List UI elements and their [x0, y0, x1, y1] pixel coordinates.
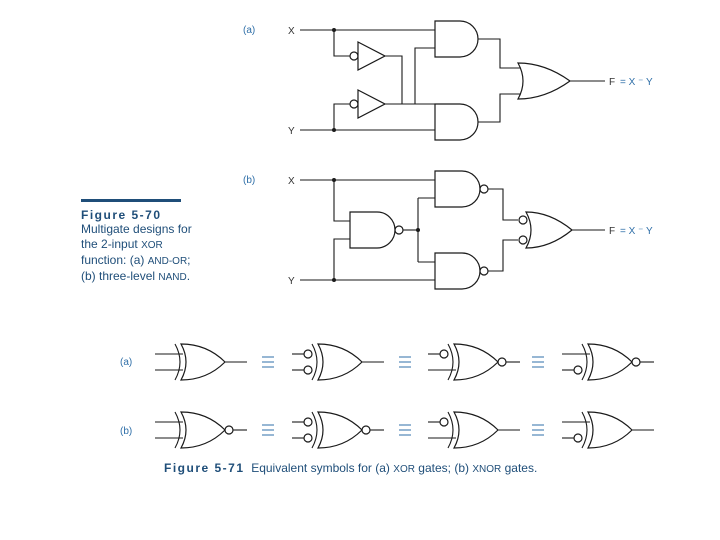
output-bubble [497, 357, 507, 367]
inverter-gate [349, 41, 387, 71]
inversion-bubble [303, 349, 313, 359]
input-y-label: Y [288, 276, 295, 287]
wire-y-to-nand [333, 238, 350, 280]
junction-dot [332, 278, 336, 282]
gate-body [179, 411, 226, 449]
input-x-label: X [288, 176, 295, 187]
gate-body [452, 411, 499, 449]
inversion-bubble [573, 433, 583, 443]
caption-line: function: (a) AND-OR; [81, 253, 191, 267]
inverter-gate [349, 89, 387, 119]
inversion-bubble [573, 365, 583, 375]
equivalence-sign [399, 356, 411, 368]
xor-back-curve [174, 343, 181, 381]
wire-and1-out [478, 38, 520, 69]
xnor-gate-symbol [292, 411, 384, 449]
caption-line: the 2-input XOR [81, 237, 163, 251]
and-gate [434, 103, 479, 141]
equivalent-symbol-rows [155, 343, 654, 449]
inversion-bubble [303, 365, 313, 375]
inversion-bubble [303, 417, 313, 427]
wire-nand3-out [488, 239, 518, 272]
nand-gate [434, 252, 489, 290]
gate-body [179, 343, 226, 381]
wire-inv2-out [385, 47, 435, 105]
xor-back-curve [581, 411, 588, 449]
junction-dot [332, 28, 336, 32]
input-x-label: X [288, 26, 295, 37]
equivalence-sign [399, 424, 411, 436]
gate-body [586, 343, 633, 381]
figure-number: Figure 5-70 [81, 208, 162, 222]
output-bubble [361, 425, 371, 435]
xnor-gate-symbol [562, 343, 654, 381]
output-expression: = X ⁻ Y [620, 226, 653, 237]
figure-5-71-caption: Figure 5-71 Equivalent symbols for (a) X… [164, 461, 538, 475]
output-bubble [224, 425, 234, 435]
wire-x-to-inv [333, 30, 350, 57]
part-a-label: (a) [243, 25, 255, 36]
xor-back-curve [311, 411, 318, 449]
junction-dot [332, 178, 336, 182]
xor-back-curve [447, 343, 454, 381]
equivalence-sign [262, 356, 274, 368]
junction-dot [332, 128, 336, 132]
xor-back-curve [174, 411, 181, 449]
figure-5-70-caption: Figure 5-70 Multigate designs for the 2-… [81, 199, 221, 285]
output-expression: = X ⁻ Y [620, 77, 653, 88]
caption-line: (b) three-level NAND. [81, 269, 191, 283]
wire-nand2-out [488, 188, 518, 221]
inversion-bubble [439, 349, 449, 359]
figure-5-70b-circuit: (b) X Y [243, 170, 653, 290]
caption-rule [81, 199, 181, 202]
row-b-label: (b) [120, 426, 132, 437]
xor-back-curve [581, 343, 588, 381]
equivalence-sign [262, 424, 274, 436]
output-bubble [631, 357, 641, 367]
figure-5-70a-circuit: (a) X Y [243, 20, 653, 141]
xor-gate-symbol [562, 411, 654, 449]
nand-gate [434, 170, 489, 208]
equivalence-signs [262, 356, 544, 436]
xnor-gate-symbol [428, 343, 520, 381]
wire-x-to-nand [333, 180, 350, 222]
xor-back-curve [311, 343, 318, 381]
or-gate [516, 62, 572, 100]
figure-number: Figure 5-71 [164, 461, 245, 475]
caption-text: Multigate designs for the 2-input XOR fu… [81, 222, 221, 285]
junction-dot [416, 228, 420, 232]
xor-gate-symbol [428, 411, 520, 449]
output-f-label: F [609, 77, 615, 88]
input-y-label: Y [288, 126, 295, 137]
wire-and2-out [478, 93, 520, 123]
caption-line: Multigate designs for [81, 222, 192, 236]
xor-gate-symbol [155, 343, 247, 381]
xor-back-curve [447, 411, 454, 449]
xor-gate-symbol [292, 343, 384, 381]
wire-y-to-inv [333, 103, 350, 130]
equivalence-sign [532, 356, 544, 368]
or-gate-inverted-inputs [518, 211, 573, 249]
gate-body [586, 411, 633, 449]
row-a-label: (a) [120, 357, 132, 368]
figure-5-71-symbols: (a) (b) [120, 343, 654, 449]
inversion-bubble [439, 417, 449, 427]
inversion-bubble [303, 433, 313, 443]
gate-body [316, 343, 363, 381]
wire-inv1-out [385, 55, 435, 105]
gate-body [316, 411, 363, 449]
and-gate [434, 20, 479, 58]
xnor-gate-symbol [155, 411, 247, 449]
equivalence-sign [532, 424, 544, 436]
part-b-label: (b) [243, 175, 255, 186]
gate-body [452, 343, 499, 381]
output-f-label: F [609, 226, 615, 237]
nand-gate [349, 211, 404, 249]
